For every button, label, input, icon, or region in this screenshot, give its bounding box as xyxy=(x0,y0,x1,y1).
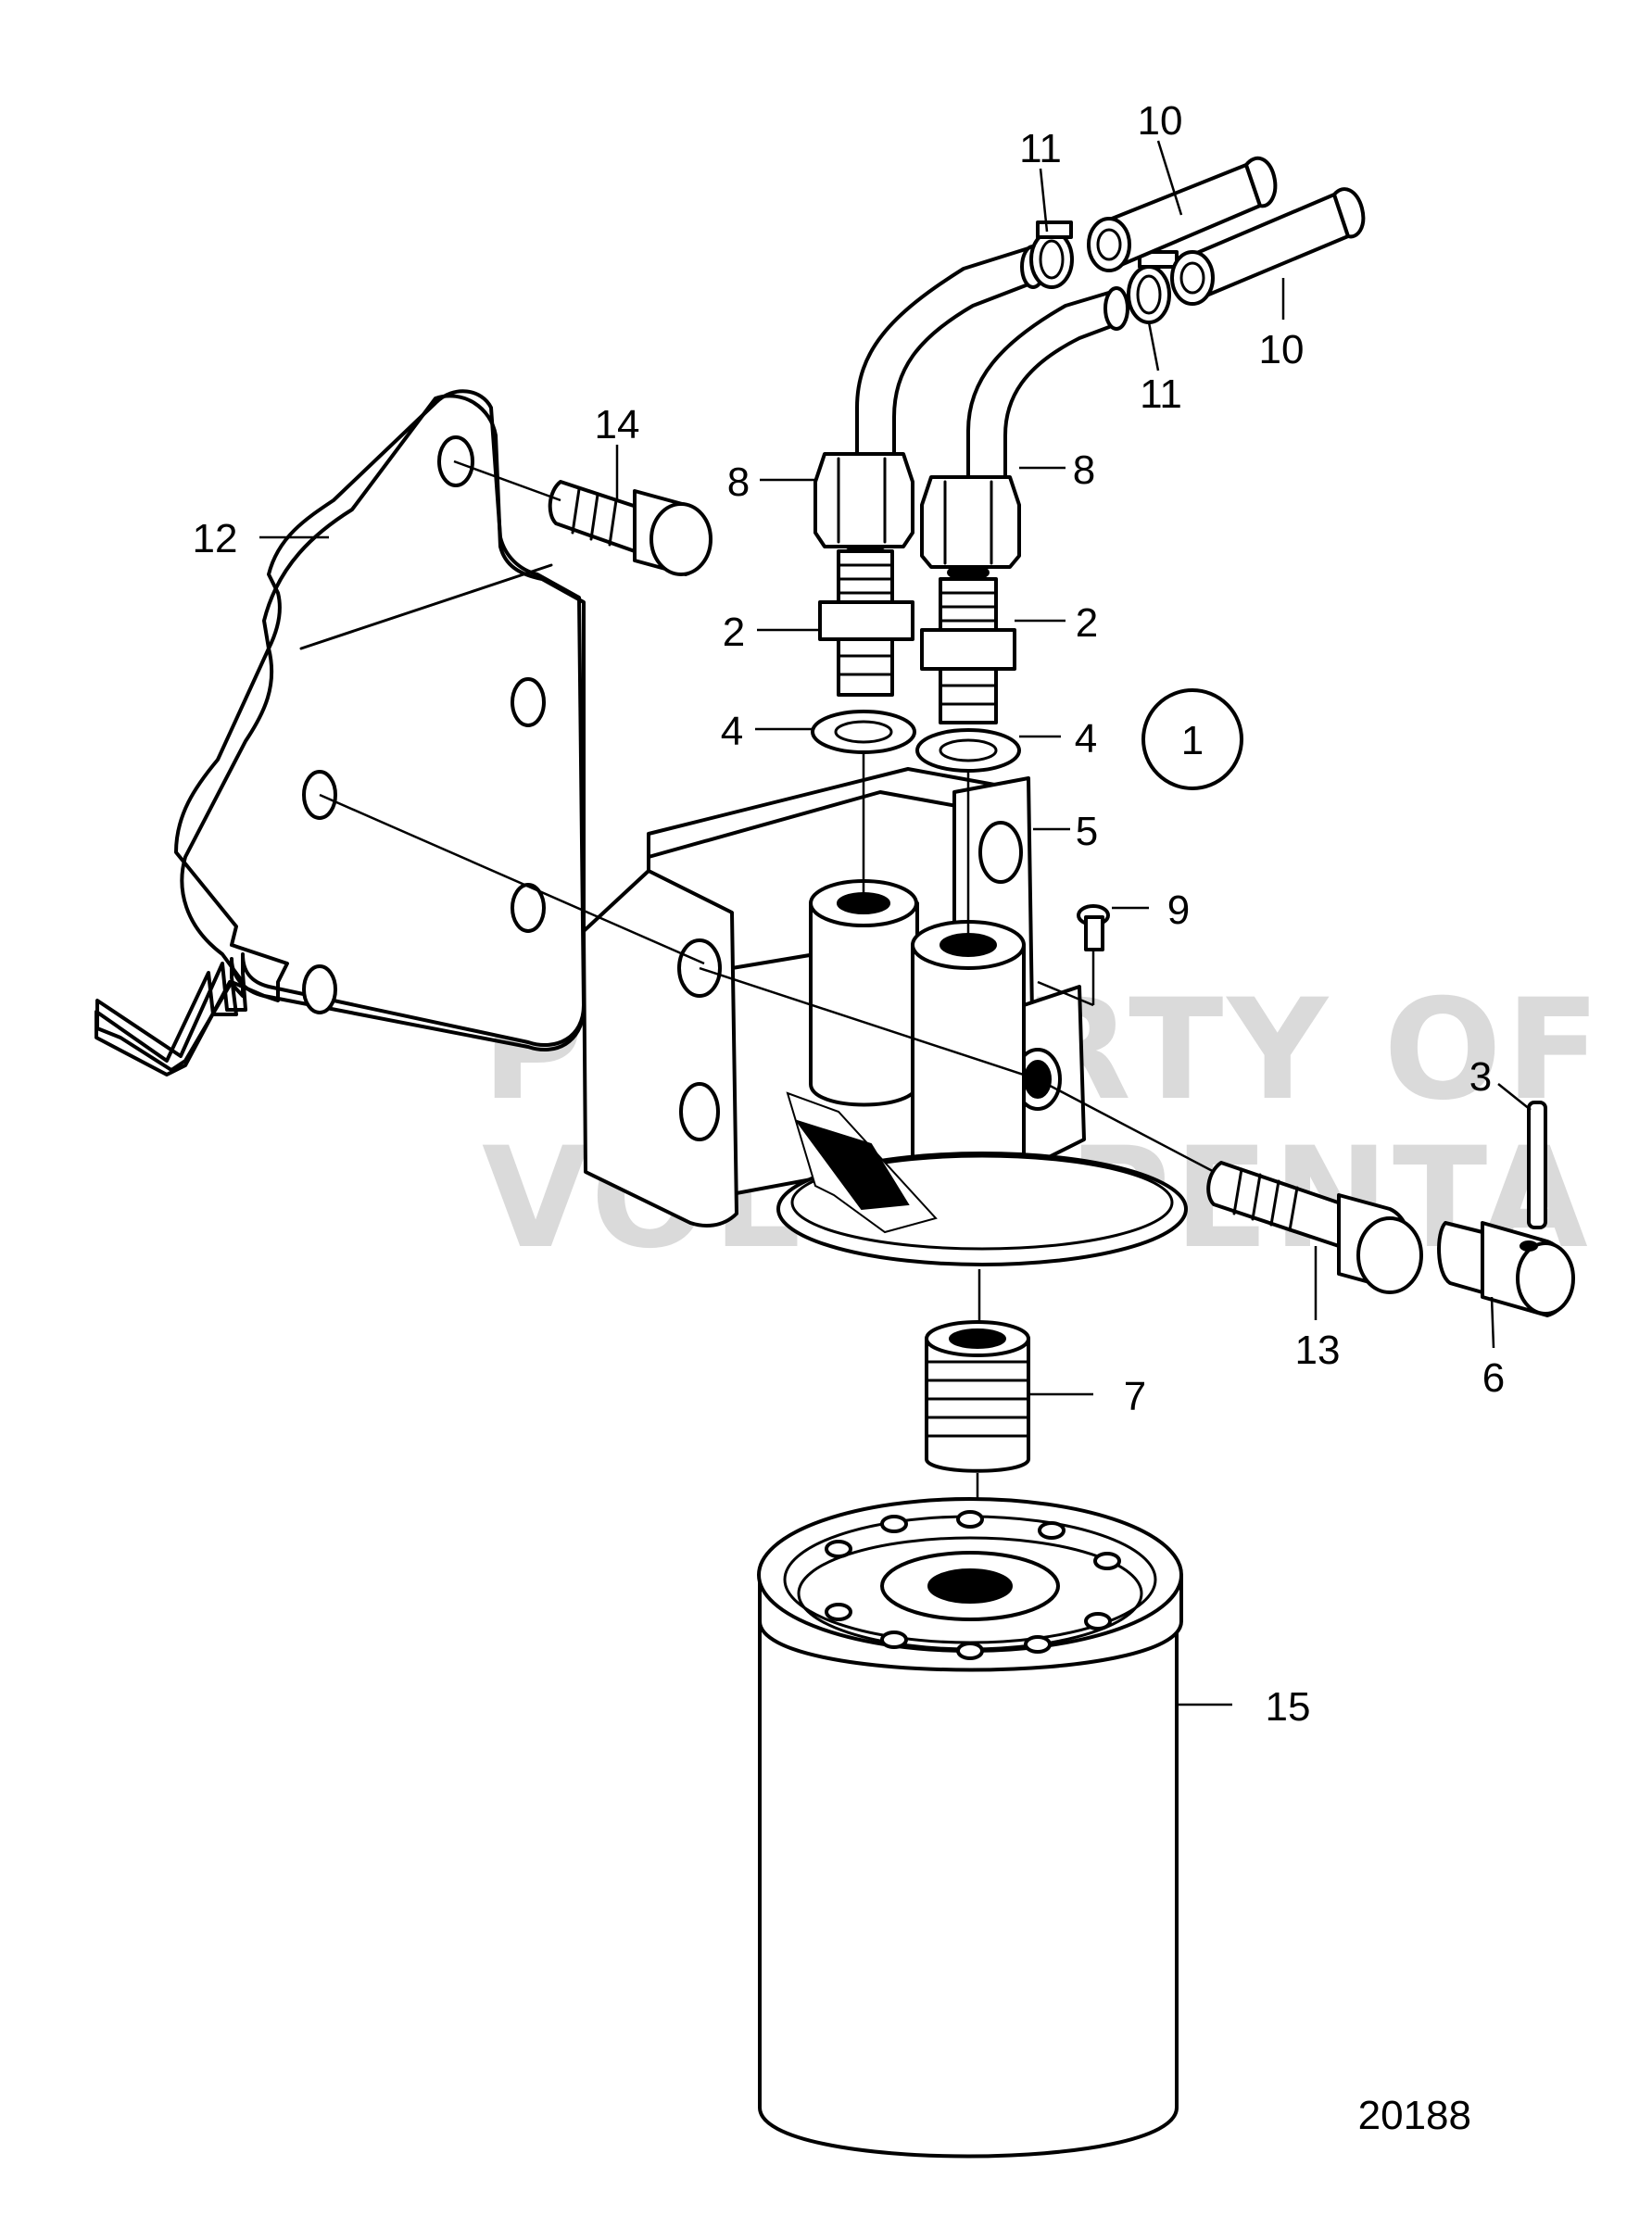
callout-10-upper: 10 xyxy=(1138,98,1183,144)
callout-7: 7 xyxy=(1124,1374,1146,1419)
part-14-bolt xyxy=(453,460,713,576)
callout-14: 14 xyxy=(595,402,640,447)
callout-4-left: 4 xyxy=(721,709,743,754)
part-6-plug xyxy=(1437,1221,1575,1317)
callout-5: 5 xyxy=(1076,809,1098,854)
leader-lines xyxy=(259,140,1532,1706)
figure-number: 20188 xyxy=(1358,2093,1471,2138)
part-11-clamps xyxy=(1029,220,1179,324)
callout-11-lower: 11 xyxy=(1140,371,1182,417)
part-7-threaded-nipple xyxy=(925,1269,1030,1593)
part-15-oil-filter xyxy=(757,1497,1183,2159)
group-marker: 1 xyxy=(1141,688,1243,790)
part-5-filter-head xyxy=(582,767,1188,1266)
part-3-pin xyxy=(1527,1101,1547,1229)
callout-15: 15 xyxy=(1266,1684,1311,1730)
callout-8-right: 8 xyxy=(1073,447,1095,493)
group-marker-number: 1 xyxy=(1181,718,1204,763)
callout-13: 13 xyxy=(1295,1328,1341,1373)
callout-4-right: 4 xyxy=(1075,716,1097,762)
callout-3: 3 xyxy=(1469,1054,1492,1100)
part-10-hoses xyxy=(1087,156,1366,306)
callout-12: 12 xyxy=(193,516,238,561)
callout-11-upper: 11 xyxy=(1019,126,1062,171)
callout-10-lower: 10 xyxy=(1259,327,1305,372)
callout-6: 6 xyxy=(1482,1355,1505,1401)
part-8-pipe-nuts xyxy=(813,245,1129,569)
callout-9: 9 xyxy=(1167,888,1190,933)
part-12-bracket xyxy=(95,389,586,1077)
callout-2-left: 2 xyxy=(723,610,745,655)
callout-8-left: 8 xyxy=(727,460,750,505)
part-9-screw xyxy=(1037,904,1110,1007)
part-13-long-bolt xyxy=(1206,1161,1423,1294)
callouts: 10 11 11 10 14 12 8 8 2 2 4 4 5 9 3 13 6… xyxy=(193,98,1506,1730)
callout-2-right: 2 xyxy=(1076,600,1098,646)
